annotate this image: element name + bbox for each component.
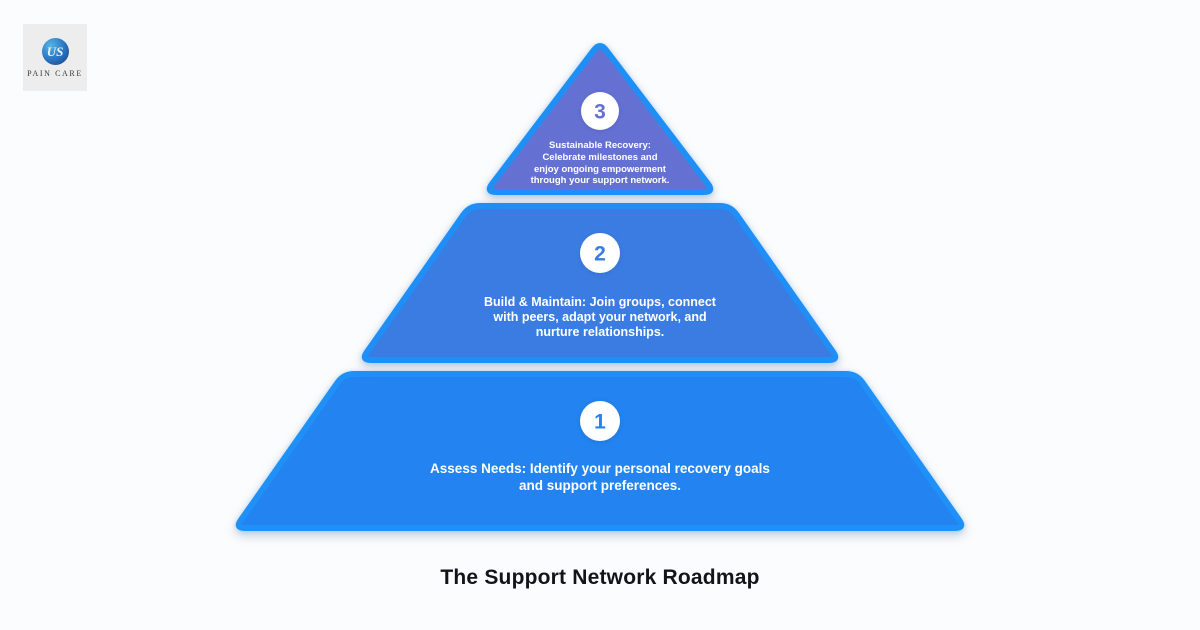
level-3-number-badge bbox=[581, 92, 619, 130]
logo-circle-icon: US bbox=[41, 37, 69, 65]
level-1-number: 1 bbox=[594, 411, 606, 434]
logo-brand-name: PAIN CARE bbox=[27, 68, 83, 78]
page-title: The Support Network Roadmap bbox=[440, 566, 760, 589]
level-2-label: Build & Maintain: Join groups, connect w… bbox=[484, 295, 716, 339]
pyramid-level-2-shape bbox=[361, 203, 839, 363]
level-3-label: Sustainable Recovery: Celebrate mileston… bbox=[530, 140, 670, 187]
level-3-number: 3 bbox=[594, 101, 606, 124]
level-2-number-badge bbox=[580, 233, 620, 273]
pyramid-level-1-shape bbox=[235, 371, 965, 531]
us-pain-care-logo: US PAIN CARE bbox=[23, 24, 87, 91]
level-1-number-badge bbox=[580, 401, 620, 441]
logo-monogram: US bbox=[46, 43, 64, 59]
level-1-label: Assess Needs: Identify your personal rec… bbox=[430, 461, 770, 493]
level-2-number: 2 bbox=[594, 243, 606, 266]
